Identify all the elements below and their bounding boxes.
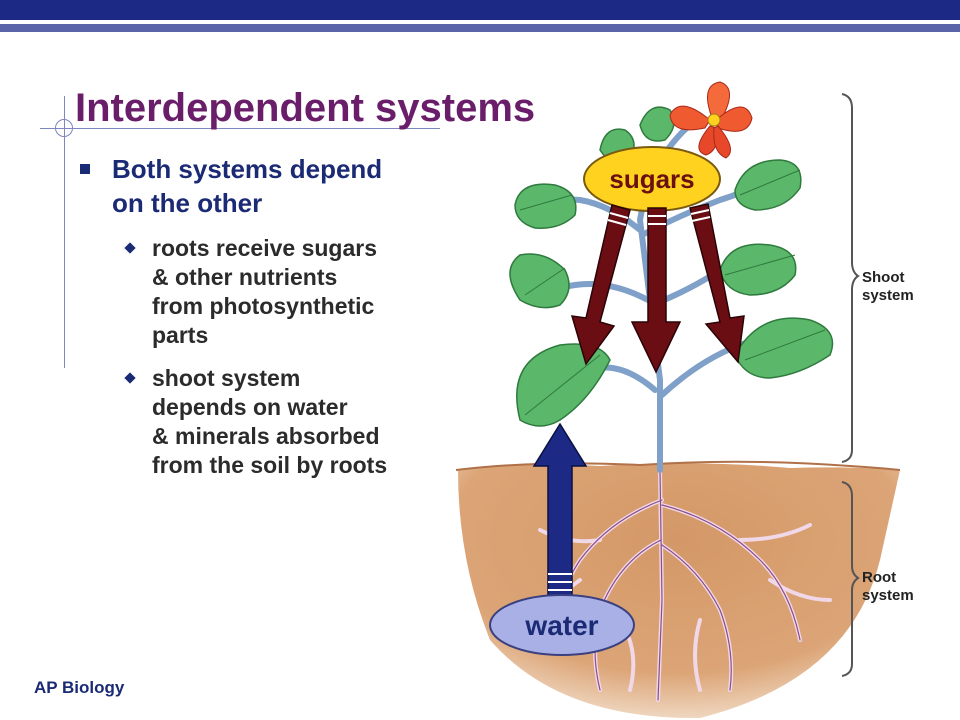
leaf <box>639 106 675 142</box>
leaf <box>734 159 802 211</box>
bullet-main: Both systems depend on the other <box>76 152 486 220</box>
water-ellipse <box>489 594 635 656</box>
bullet-sub-line: parts <box>152 322 209 348</box>
top-bar-stripe <box>0 24 960 32</box>
bullet-sub-line: & minerals absorbed <box>152 423 380 449</box>
bullet-main-line: on the other <box>112 188 263 218</box>
up-arrow-water <box>532 422 588 601</box>
square-bullet-icon <box>80 164 90 174</box>
shoot-bracket <box>841 93 860 463</box>
down-arrow-center <box>630 207 682 374</box>
bullet-sub: roots receive sugars & other nutrients f… <box>76 234 486 350</box>
bullet-sub-line: from the soil by roots <box>152 452 388 478</box>
leaf <box>514 183 577 229</box>
bullet-sub-line: depends on water <box>152 394 348 420</box>
slide-title: Interdependent systems <box>75 86 536 130</box>
arrow-tail-stripes <box>607 209 711 226</box>
down-arrow-left <box>570 204 631 366</box>
bullet-sub-line: roots receive sugars <box>152 235 378 261</box>
down-arrow-right <box>689 203 745 364</box>
bullet-sub-line: from photosynthetic <box>152 293 375 319</box>
water-label: water <box>524 610 598 641</box>
leaf <box>719 243 797 296</box>
decorative-horizontal-line <box>40 128 440 129</box>
top-bar <box>0 0 960 34</box>
bullet-sub-line: shoot system <box>152 365 301 391</box>
leaf <box>516 343 611 427</box>
root-bracket <box>841 481 860 677</box>
leaf <box>734 317 834 379</box>
bullet-list: Both systems depend on the other roots r… <box>76 152 486 480</box>
soil-surface <box>455 460 901 471</box>
flower <box>669 81 753 159</box>
sugar-arrows <box>570 203 745 374</box>
sugars-label: sugars <box>609 164 694 194</box>
shoot-system-label-line2: system <box>862 287 914 304</box>
decorative-crosshair-circle <box>55 119 73 137</box>
root-system-label-line1: Root <box>862 569 896 586</box>
decorative-vertical-line <box>64 96 65 368</box>
leaf-veins <box>519 169 826 416</box>
bullet-sub-line: & other nutrients <box>152 264 338 290</box>
leaf <box>509 253 570 309</box>
up-arrow-stripes <box>548 573 572 591</box>
shoot-system-label-line1: Shoot <box>862 269 905 286</box>
soil <box>458 463 900 719</box>
footer-label: AP Biology <box>34 678 125 697</box>
root-system-label-line2: system <box>862 587 914 604</box>
top-bar-band <box>0 0 960 20</box>
leaves <box>509 106 834 427</box>
bullet-main-line: Both systems depend <box>112 154 383 184</box>
bullet-sub: shoot system depends on water & minerals… <box>76 364 486 480</box>
